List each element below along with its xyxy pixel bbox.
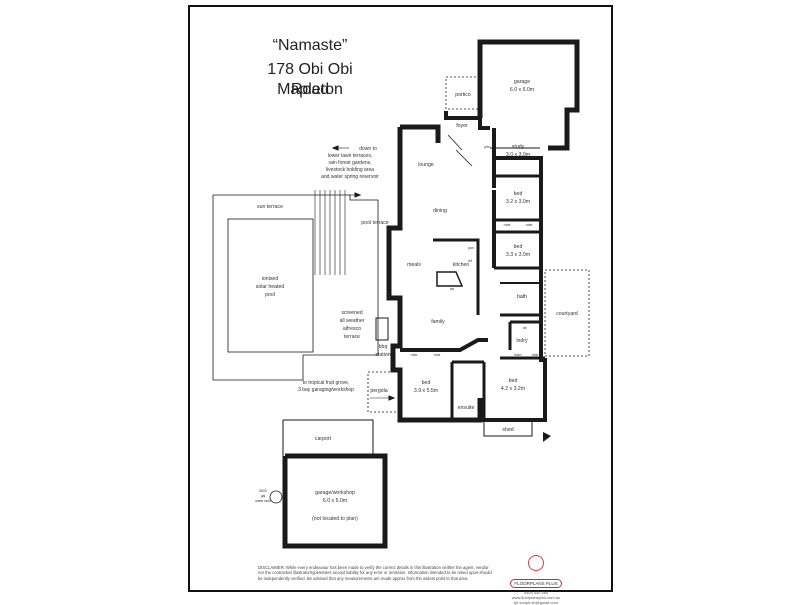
label-bbq: bbq [379,344,388,350]
label-pan: pan [468,246,474,250]
label-linen: linen [514,353,521,357]
label-screened-2: all weather [339,318,364,324]
west-wall [386,127,403,398]
label-carport: carport [315,436,332,442]
disclaimer: DISCLAIMER: While every endeavour has be… [258,565,492,581]
walls [212,39,590,549]
east-wall [480,128,547,422]
sun-terrace-outline [212,194,379,381]
label-screened-4: terrace [344,334,360,340]
label-lounge: lounge [418,162,434,168]
label-portico: portico [455,92,471,98]
shed-outline [483,419,533,437]
bbq-unit [375,317,389,341]
label-bed-4-size: 4.2 x 3.2m [501,386,525,392]
label-workshop-size: 6.0 x 6.0m [323,498,347,504]
label-bbq-station: station [375,352,390,358]
label-bed-4: bed [509,378,518,384]
label-dining: dining [433,208,447,214]
carport-outline [283,419,374,456]
note-down-3: rain forest gardens, [328,160,371,166]
label-wc: wc [523,326,527,330]
label-screened-1: screened [341,310,362,316]
label-foyer: foyer [456,123,468,129]
label-bed-1: bed [514,191,523,197]
kitchen-wall [433,238,480,296]
garage-wall [477,39,580,151]
logo-web: www.floorplansplus.com.au [511,595,561,600]
pergola-outline [367,371,401,413]
terrace-steps [314,190,346,275]
label-pergola: pergola [370,388,387,394]
label-workshop: garage/workshop [315,490,355,496]
label-bed-2-size: 3.3 x 3.0m [506,252,530,258]
lounge-north-wall [400,124,441,143]
label-kitchen: kitchen [453,262,470,268]
label-family: family [431,319,445,325]
note-fruit-1: to tropical fruit grove, [303,380,350,386]
label-pool-terrace: pool terrace [361,220,389,226]
label-ref: ref [468,259,472,263]
logo-name: FLOORPLANS PLUS [510,579,562,588]
label-bath: bath [517,294,527,300]
logo-phone: 0404 430 365 [523,590,549,595]
note-fruit-2: 3 bay garaging/workshop [298,387,354,393]
label-bed-2: bed [514,244,523,250]
logo-mark-icon [528,555,544,571]
label-dw: dw [450,287,455,291]
label-workshop-note: (not located to plan) [312,516,358,522]
label-sun-terrace: sun terrace [257,204,283,210]
label-ensuite: ensuite [458,405,475,411]
label-bed-3: bed [422,380,431,386]
label-study: study [512,144,525,150]
label-screened-3: alfresco [343,326,361,332]
label-garage: garage [514,79,530,85]
label-pool-1: ionised [262,276,279,282]
label-tank-1: 5000 [259,489,267,493]
label-tank-2: gal [261,494,266,498]
property-locality: Mapleton [277,81,343,98]
label-robe-1: robe [504,223,511,227]
label-robe-2: robe [526,223,533,227]
note-down-5: and water spring reservoir [321,174,379,180]
bed3-north-wall [400,338,488,352]
north-arrow [543,432,551,442]
workshop-wall [282,453,388,549]
entry-stairs [447,134,473,167]
note-down-1: down to [359,146,377,152]
label-robe-5: robe [532,353,539,357]
note-down-4: livestock holding area [326,167,374,173]
label-garage-size: 6.0 x 6.0m [510,87,534,93]
label-prtn: prtn [484,145,490,149]
label-pool-2: solar heated [256,284,285,290]
note-down-2: lower lawn terraces, [328,153,372,159]
property-name: “Namaste” [272,37,348,54]
direction-arrows [331,145,396,401]
label-study-size: 3.0 x 3.0m [506,152,530,158]
pool-outline [227,218,314,353]
label-courtyard: courtyard [556,311,578,317]
property-address: 178 Obi Obi Road [267,61,353,98]
foyer-wall [444,111,490,130]
label-pool-3: pool [265,292,275,298]
label-robe-4: robe [434,353,441,357]
portico-outline [445,76,481,110]
label-bed-3-size: 3.9 x 5.5m [414,388,438,394]
label-meals: meals [407,262,421,268]
courtyard-outline [544,269,590,357]
label-lndry: lndry [516,338,528,344]
label-shed: shed [502,427,513,433]
label-bed-1-size: 3.2 x 3.0m [506,199,530,205]
company-logo: FLOORPLANS PLUS 0404 430 365 www.floorpl… [508,555,564,605]
label-robe-3: robe [411,353,418,357]
kitchen-island [436,271,464,287]
label-tank-3: water tank [255,499,271,503]
logo-email: fpl.sonph.sh@gmail.com [514,600,558,605]
water-tank [269,490,283,504]
